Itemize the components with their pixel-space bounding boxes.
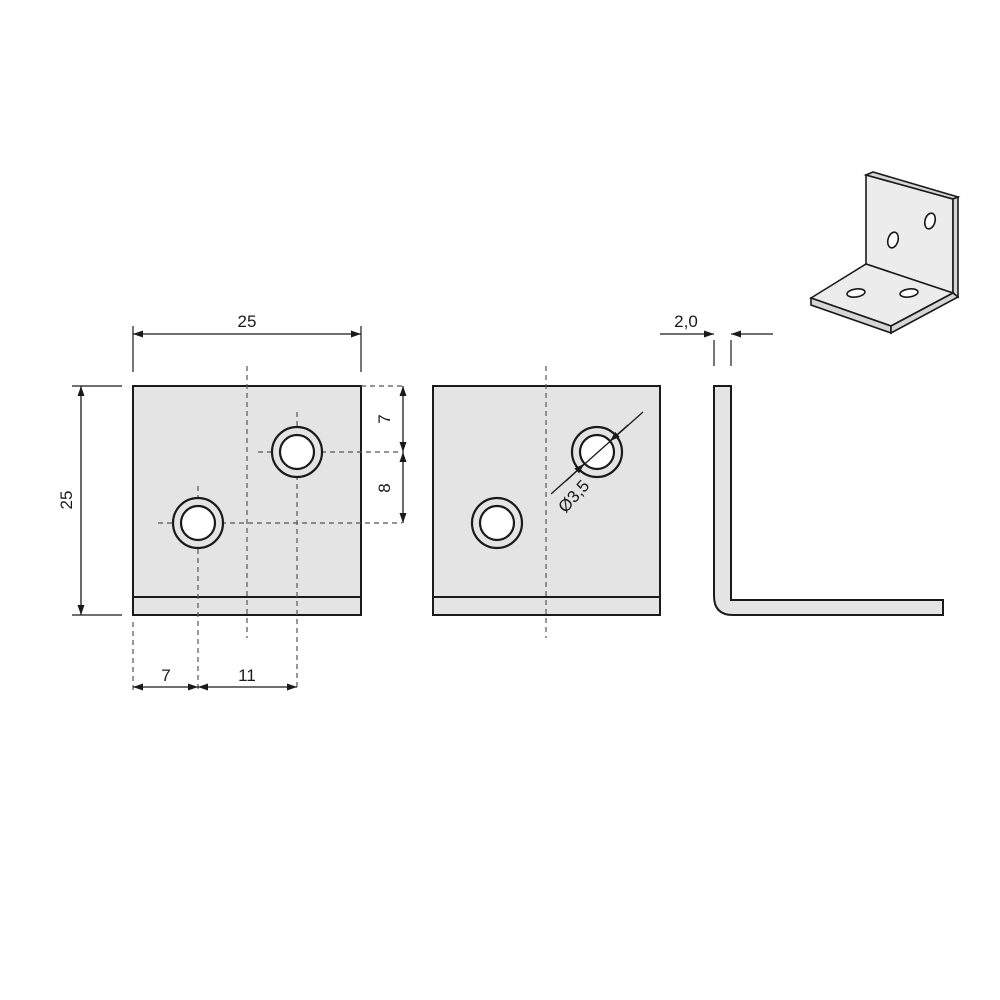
iso-base-side-edge xyxy=(890,292,960,335)
thickness-label: 2,0 xyxy=(674,312,698,331)
rear-hole-upper xyxy=(570,425,624,479)
horizontal-spacing-label: 11 xyxy=(238,666,256,685)
iso-vertical-hole-right xyxy=(923,212,937,230)
vertical-spacing-label: 8 xyxy=(375,483,394,492)
diameter-arrow-upper xyxy=(609,424,629,442)
l-profile xyxy=(713,385,944,616)
side-view: 2,0 xyxy=(660,312,944,616)
rear-view: Ø3,5 xyxy=(432,366,661,638)
width-dimension-label: 25 xyxy=(238,312,257,331)
rear-bottom-flange xyxy=(432,596,661,616)
iso-base-hole-left xyxy=(846,288,866,298)
rear-hole-lower xyxy=(470,496,524,550)
iso-vertical-hole-left xyxy=(886,231,900,249)
left-offset-label: 7 xyxy=(161,666,170,685)
diameter-arrow-lower xyxy=(565,463,585,482)
hole-lower xyxy=(171,496,225,550)
isometric-view xyxy=(809,171,961,335)
hole-upper xyxy=(270,425,324,479)
top-offset-label: 7 xyxy=(375,414,394,423)
iso-base-hole-right xyxy=(899,288,919,298)
front-view: 25 25 7 8 7 11 xyxy=(57,312,407,691)
height-dimension-label: 25 xyxy=(57,491,76,510)
front-bottom-flange xyxy=(132,596,362,616)
iso-vertical-side xyxy=(952,195,959,299)
